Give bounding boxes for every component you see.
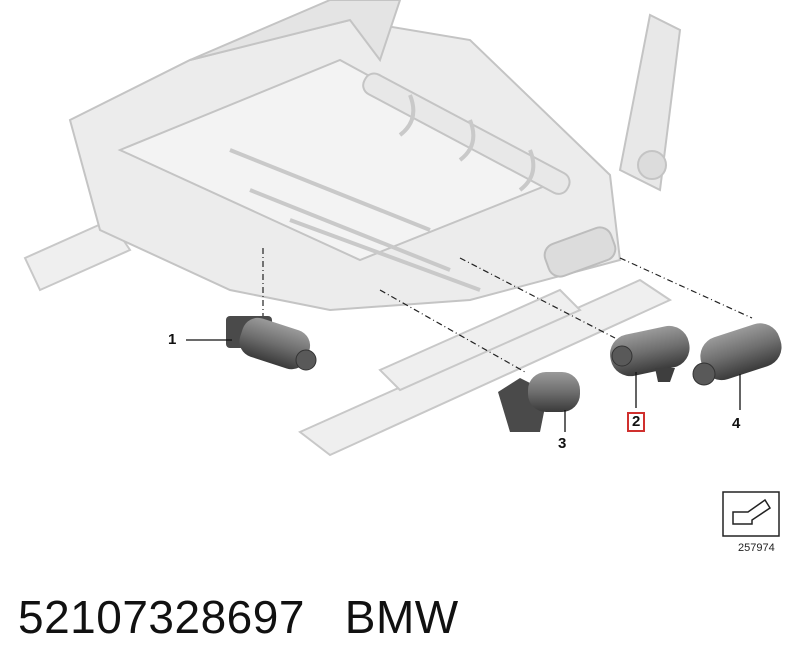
part-4-motor[interactable] (692, 318, 787, 386)
seat-springs (229, 94, 536, 292)
callout-4[interactable]: 4 (732, 415, 741, 432)
part-3-motor[interactable] (498, 372, 580, 432)
mounted-motor (543, 226, 617, 278)
seat-rails (23, 218, 673, 457)
seat-frame (68, 0, 682, 312)
part-number: 52107328697 (18, 591, 305, 643)
orientation-arrow-icon (722, 491, 780, 537)
callout-2[interactable]: 2 (627, 412, 646, 432)
callout-3[interactable]: 3 (558, 435, 567, 452)
diagram-ref-id: 257974 (738, 542, 775, 554)
leader-lines (262, 248, 753, 373)
part-caption: 52107328697 BMW (18, 590, 459, 644)
callout-1[interactable]: 1 (168, 331, 177, 348)
callout-lines (186, 339, 741, 432)
brand-name: BMW (344, 591, 459, 643)
seat-frame-diagram (23, 0, 787, 537)
part-2-motor[interactable] (606, 322, 693, 382)
part-1-motor[interactable] (226, 314, 317, 374)
